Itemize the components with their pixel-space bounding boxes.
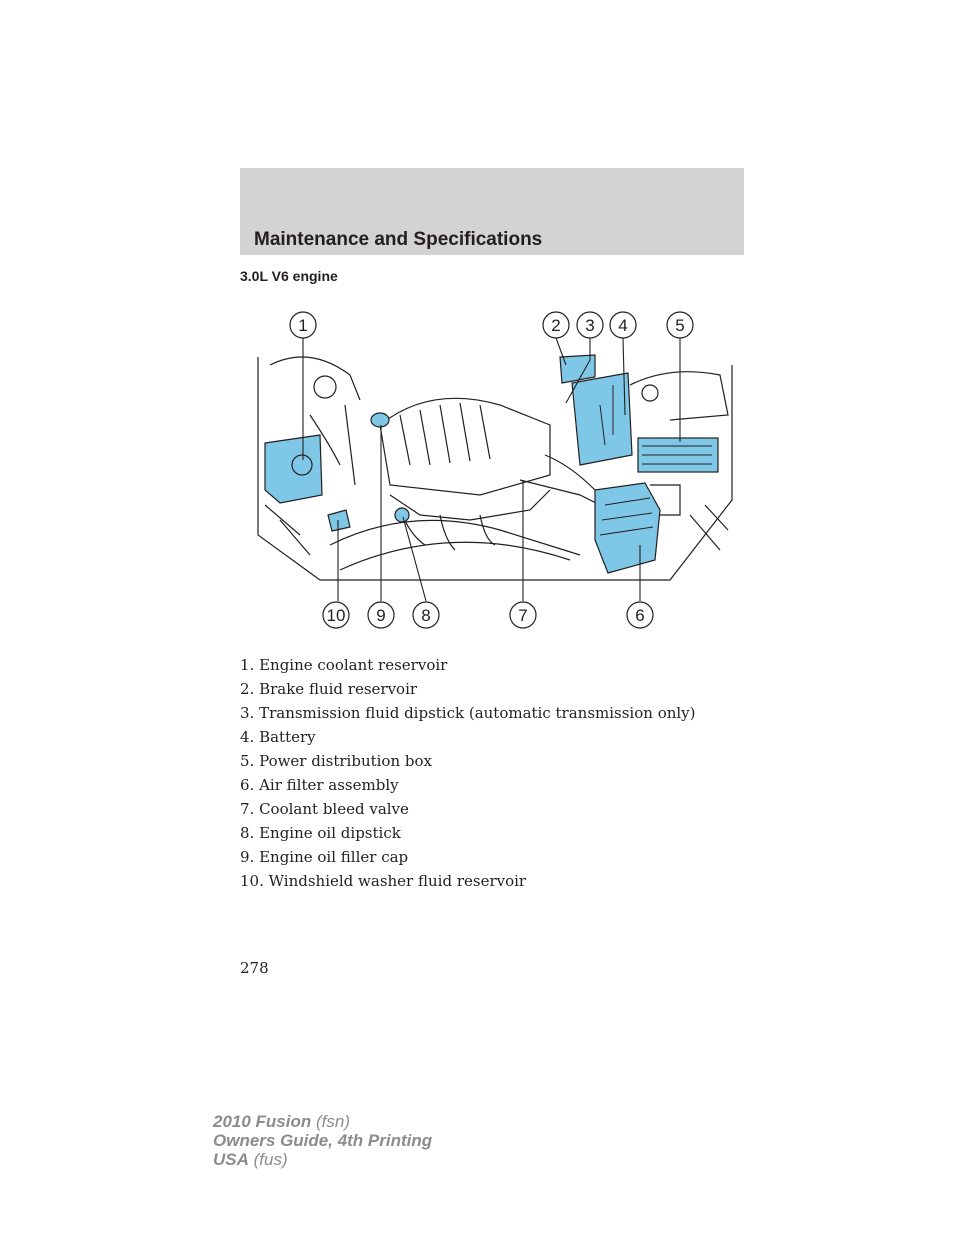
footer-model-code: (fsn) bbox=[316, 1112, 350, 1131]
callout-9: 9 bbox=[367, 601, 395, 629]
document-footer: 2010 Fusion (fsn) Owners Guide, 4th Prin… bbox=[213, 1112, 432, 1169]
oil-dipstick-handle bbox=[394, 507, 410, 523]
callout-5: 5 bbox=[666, 311, 694, 339]
air-intake-duct bbox=[544, 454, 596, 491]
legend-item: 6. Air filter assembly bbox=[240, 776, 399, 794]
engine-bay-outline bbox=[257, 357, 733, 581]
engine-illustration: 1 2 3 4 5 10 9 8 7 6 bbox=[257, 311, 733, 629]
callout-8: 8 bbox=[412, 601, 440, 629]
engine-subheading: 3.0L V6 engine bbox=[240, 268, 338, 284]
legend-item: 1. Engine coolant reservoir bbox=[240, 656, 448, 674]
section-title: Maintenance and Specifications bbox=[254, 229, 543, 250]
washer-reservoir-cap-shape bbox=[327, 509, 351, 532]
callout-1-label: 1 bbox=[298, 316, 307, 335]
legend-item: 9. Engine oil filler cap bbox=[240, 848, 409, 866]
section-header-band: Maintenance and Specifications bbox=[240, 168, 744, 255]
callout-4: 4 bbox=[609, 311, 637, 339]
footer-line-guide: Owners Guide, 4th Printing bbox=[213, 1131, 432, 1150]
callout-markers: 1 2 3 4 5 10 9 8 7 6 bbox=[289, 311, 694, 629]
callout-2-label: 2 bbox=[551, 316, 560, 335]
intake-manifold-outline bbox=[379, 397, 551, 496]
page-number: 278 bbox=[240, 959, 269, 977]
oil-filler-cap-shape bbox=[370, 412, 390, 428]
callout-7: 7 bbox=[509, 601, 537, 629]
callout-10-label: 10 bbox=[327, 606, 346, 625]
callout-4-label: 4 bbox=[618, 316, 627, 335]
footer-market: USA bbox=[213, 1150, 249, 1169]
air-filter-assembly-shape bbox=[594, 482, 661, 574]
callout-2: 2 bbox=[542, 311, 570, 339]
callout-1: 1 bbox=[289, 311, 317, 339]
callout-7-label: 7 bbox=[518, 606, 527, 625]
legend-item: 5. Power distribution box bbox=[240, 752, 432, 770]
brake-fluid-reservoir-shape bbox=[559, 354, 596, 384]
callout-8-label: 8 bbox=[421, 606, 430, 625]
legend-item: 2. Brake fluid reservoir bbox=[240, 680, 418, 698]
footer-line-model: 2010 Fusion (fsn) bbox=[213, 1112, 432, 1131]
coolant-reservoir-cap bbox=[291, 454, 313, 476]
callout-10: 10 bbox=[322, 601, 350, 629]
callout-9-label: 9 bbox=[376, 606, 385, 625]
callout-5-label: 5 bbox=[675, 316, 684, 335]
footer-guide: Owners Guide, 4th Printing bbox=[213, 1131, 433, 1150]
legend-item: 8. Engine oil dipstick bbox=[240, 824, 401, 842]
component-legend: 1. Engine coolant reservoir 2. Brake flu… bbox=[240, 653, 696, 893]
callout-3: 3 bbox=[576, 311, 604, 339]
footer-line-market: USA (fus) bbox=[213, 1150, 432, 1169]
callout-6: 6 bbox=[626, 601, 654, 629]
legend-item: 4. Battery bbox=[240, 728, 316, 746]
callout-3-label: 3 bbox=[585, 316, 594, 335]
footer-market-code: (fus) bbox=[253, 1150, 288, 1169]
legend-item: 7. Coolant bleed valve bbox=[240, 800, 409, 818]
callout-6-label: 6 bbox=[635, 606, 644, 625]
legend-item: 10. Windshield washer fluid reservoir bbox=[240, 872, 527, 890]
engine-diagram: 1 2 3 4 5 10 9 8 7 6 bbox=[250, 305, 740, 635]
legend-item: 3. Transmission fluid dipstick (automati… bbox=[240, 704, 696, 722]
footer-model: 2010 Fusion bbox=[213, 1112, 312, 1131]
